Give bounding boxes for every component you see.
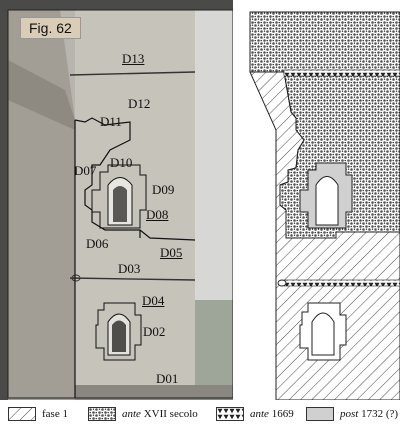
legend-text: ante 1669 bbox=[250, 408, 294, 420]
label-d05: D05 bbox=[160, 245, 183, 260]
legend-text: fase 1 bbox=[42, 408, 68, 420]
label-d03: D03 bbox=[118, 261, 141, 276]
label-d11: D11 bbox=[100, 114, 122, 129]
legend-item-ante-xvii: ante XVII secolo bbox=[88, 406, 198, 422]
stone-swatch bbox=[88, 407, 116, 421]
legend-text: post 1732 (?) bbox=[340, 408, 399, 420]
label-d01: D01 bbox=[156, 371, 179, 386]
label-d04: D04 bbox=[142, 293, 165, 308]
figure-label: Fig. 62 bbox=[20, 17, 81, 39]
label-d09: D09 bbox=[152, 182, 175, 197]
triangle-swatch bbox=[216, 407, 244, 421]
legend-item-post-1732: post 1732 (?) bbox=[306, 406, 398, 422]
legend-item-ante-1669: ante 1669 bbox=[216, 406, 294, 422]
legend-item-fase1: fase 1 bbox=[8, 406, 68, 422]
gray-swatch bbox=[306, 407, 334, 421]
label-d08: D08 bbox=[146, 207, 169, 222]
label-d06: D06 bbox=[86, 236, 109, 251]
hatch-swatch bbox=[8, 407, 36, 421]
elevation-drawing bbox=[236, 0, 400, 401]
label-d13: D13 bbox=[122, 51, 145, 66]
label-d12: D12 bbox=[128, 96, 151, 111]
label-d07: D07 bbox=[74, 163, 97, 178]
legend: fase 1 ante XVII secolo ante 1669 post 1… bbox=[0, 400, 400, 426]
label-d10: D10 bbox=[110, 155, 133, 170]
stratigraphy-drawing bbox=[236, 0, 400, 401]
legend-text: ante XVII secolo bbox=[122, 408, 198, 420]
label-d02: D02 bbox=[143, 324, 166, 339]
facade-photo bbox=[0, 0, 234, 400]
